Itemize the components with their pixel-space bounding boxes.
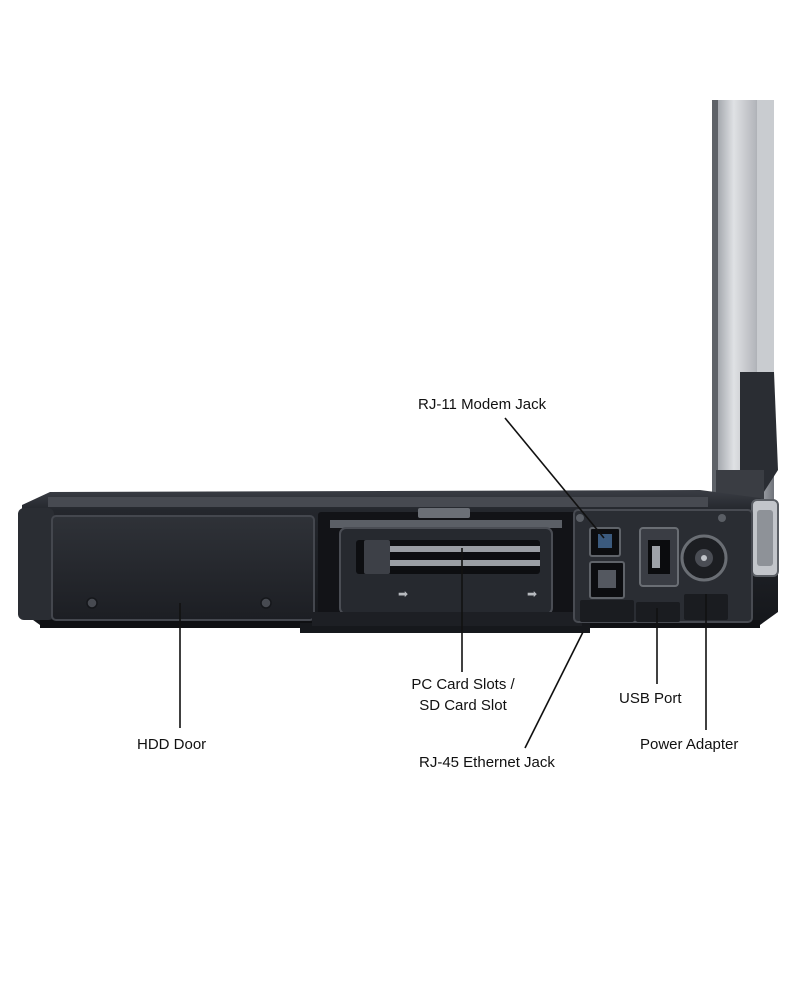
- leader-lines: [179, 417, 707, 749]
- hdd-label: HDD Door: [137, 736, 207, 753]
- rj45-leader-line: [524, 631, 584, 749]
- rj11-label: RJ-11 Modem Jack: [418, 396, 547, 413]
- screw-icon: [260, 597, 272, 609]
- pc-card-slot-lower: [364, 560, 540, 566]
- pc-card-bay: ➡ ➡: [312, 508, 582, 626]
- eject-button: [364, 540, 390, 574]
- rj11-leader-line: [504, 417, 605, 539]
- pc-card-label: PC Card Slots / SD Card Slot: [401, 674, 525, 716]
- rj45-label: RJ-45 Ethernet Jack: [419, 754, 555, 771]
- screw-icon: [86, 597, 98, 609]
- power-label: Power Adapter: [640, 736, 739, 753]
- pc-card-label-line1: PC Card Slots /: [411, 676, 515, 693]
- hinge-latch: [751, 499, 779, 577]
- arrow-icon: ➡: [527, 587, 537, 601]
- pc-card-slot-upper: [364, 546, 540, 552]
- usb-label: USB Port: [619, 690, 682, 707]
- hdd-door: [51, 515, 315, 621]
- pc-card-label-line2: SD Card Slot: [419, 697, 507, 714]
- port-panel: [573, 509, 753, 623]
- arrow-icon: ➡: [398, 587, 408, 601]
- laptop-lid: [712, 100, 778, 502]
